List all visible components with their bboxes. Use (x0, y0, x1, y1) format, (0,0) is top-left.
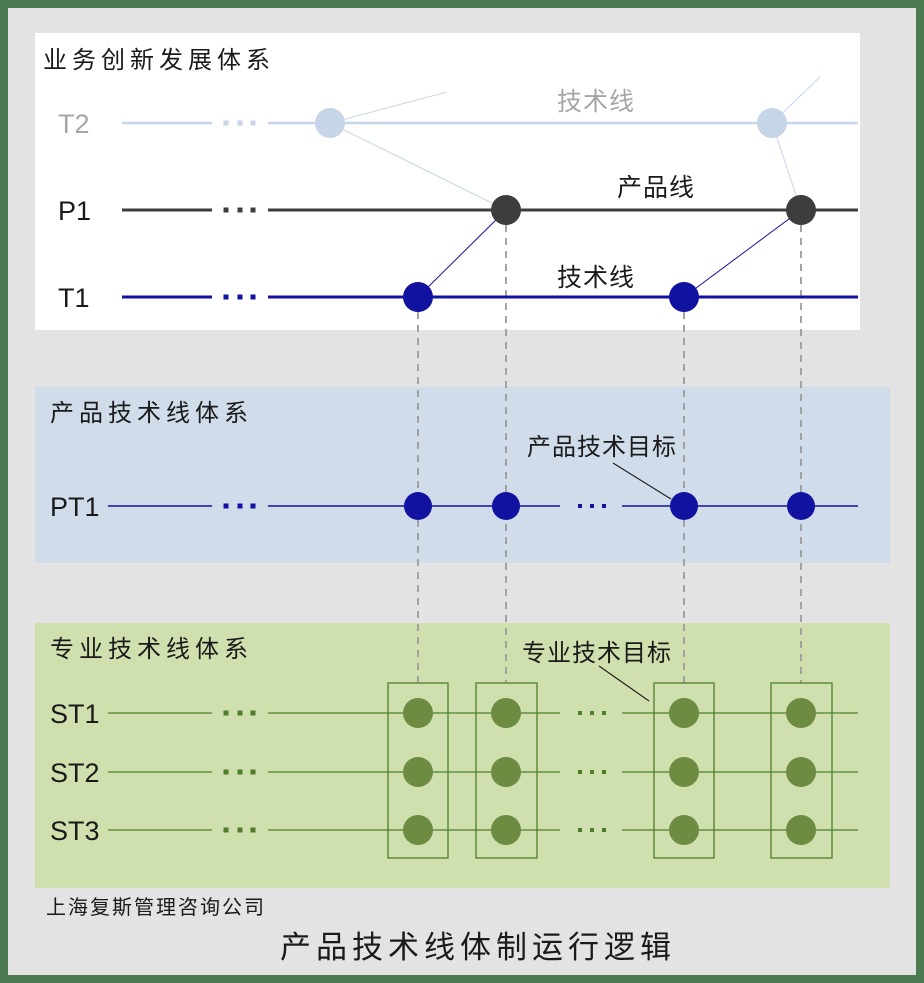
product-target-pointer-line (612, 462, 672, 500)
st1-node-1 (403, 698, 433, 728)
st2-ellipsis-dots1 (223, 769, 256, 775)
row-label-t1: T1 (58, 283, 90, 313)
t1-node-2 (669, 282, 699, 312)
pt1-ellipsis-dots1 (223, 503, 256, 509)
p1-node-1 (491, 195, 521, 225)
st1-node-3 (669, 698, 699, 728)
row-label-st1: ST1 (50, 699, 100, 729)
product-tech-panel-title: 产品技术线体系 (50, 400, 253, 427)
st1-ellipsis-dots1 (223, 710, 256, 716)
goal-box-col3 (653, 682, 715, 859)
st3-node-4 (786, 815, 816, 845)
t2-node-2 (757, 108, 787, 138)
pt1-node-4 (787, 492, 815, 520)
p1-ellipsis-dots (223, 207, 256, 213)
business-panel-title: 业务创新发展体系 (43, 47, 275, 74)
main-title: 产品技术线体制运行逻辑 (280, 930, 676, 965)
t1-to-p1-link-left (417, 209, 507, 298)
t1-line-caption: 技术线 (557, 264, 635, 292)
row-label-t2: T2 (58, 109, 90, 139)
pt1-node-1 (404, 492, 432, 520)
t2-ellipsis-dots (223, 120, 256, 126)
row-label-st3: ST3 (50, 816, 100, 846)
company-name: 上海复斯管理咨询公司 (46, 895, 266, 919)
special-tech-panel (35, 623, 890, 888)
st3-node-1 (403, 815, 433, 845)
st3-node-2 (491, 815, 521, 845)
pt1-node-2 (492, 492, 520, 520)
t1-node-1 (403, 282, 433, 312)
special-target-caption: 专业技术目标 (522, 640, 672, 667)
product-target-caption: 产品技术目标 (527, 434, 677, 461)
row-label-st2: ST2 (50, 758, 100, 788)
t2-line-caption: 技术线 (557, 88, 635, 116)
p1-node-2 (786, 195, 816, 225)
st3-ellipsis-dots1 (223, 827, 256, 833)
row-label-pt1: PT1 (50, 492, 100, 522)
p1-line-caption: 产品线 (617, 174, 695, 202)
special-tech-panel-title: 专业技术线体系 (50, 636, 253, 663)
goal-box-col4 (770, 682, 833, 859)
row-label-p1: P1 (58, 196, 91, 226)
st2-node-1 (403, 757, 433, 787)
t2-branch-stub-left (329, 91, 448, 124)
t2-to-p1-link-left (329, 122, 507, 211)
goal-box-col2 (475, 682, 538, 859)
st2-node-4 (786, 757, 816, 787)
t2-node-1 (315, 108, 345, 138)
st2-node-2 (491, 757, 521, 787)
st1-node-4 (786, 698, 816, 728)
special-target-pointer-line (598, 665, 650, 702)
t2-to-p1-link-right (771, 122, 802, 211)
st2-node-3 (669, 757, 699, 787)
t1-to-p1-link-right (683, 209, 802, 298)
product-tech-panel (35, 387, 890, 563)
st3-node-3 (669, 815, 699, 845)
t1-ellipsis-dots (223, 294, 256, 300)
pt1-node-3 (670, 492, 698, 520)
goal-box-col1 (387, 682, 449, 859)
st1-node-2 (491, 698, 521, 728)
